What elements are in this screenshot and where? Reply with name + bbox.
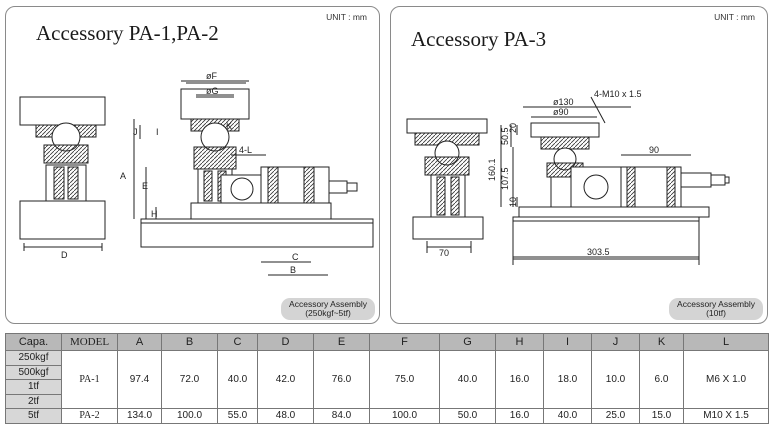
- panel-title: Accessory PA-1,PA-2: [36, 21, 219, 45]
- dim-50: 50.5: [500, 127, 510, 145]
- value-cell: 16.0: [495, 408, 544, 424]
- col-header-d: D: [257, 333, 314, 351]
- dim-303: 303.5: [587, 247, 610, 257]
- col-header-g: G: [439, 333, 496, 351]
- value-cell: 15.0: [639, 408, 684, 424]
- value-cell: 134.0: [117, 408, 162, 424]
- dim-160: 160.1: [487, 158, 497, 181]
- dim-90: 90: [649, 145, 659, 155]
- table-row: 1tf: [5, 379, 769, 395]
- dim-m10: 4-M10 x 1.5: [594, 89, 642, 99]
- capacity-cell: 1tf: [5, 379, 62, 395]
- col-header-k: K: [639, 333, 684, 351]
- dim-A: A: [120, 171, 126, 181]
- value-cell: 100.0: [369, 408, 440, 424]
- capacity-cell: 250kgf: [5, 350, 62, 366]
- unit-label: UNIT : mm: [326, 12, 367, 22]
- capacity-cell: 5tf: [5, 408, 62, 424]
- pa3-drawing: 70: [406, 89, 730, 265]
- col-header-model: MODEL: [61, 333, 118, 351]
- value-cell: M6 X 1.0: [683, 350, 769, 409]
- dim-4L: 4-L: [239, 145, 252, 155]
- value-cell: 25.0: [591, 408, 640, 424]
- dim-D: D: [61, 250, 68, 260]
- col-header-j: J: [591, 333, 640, 351]
- value-cell: 40.0: [439, 350, 496, 409]
- dim-107: 107.5: [500, 167, 510, 190]
- pa1-drawing: D: [19, 71, 374, 276]
- table-row: 250kgf PA-1 97.4 72.0 40.0 42.0 76.0 75.…: [5, 350, 769, 409]
- panel-pa1-pa2: UNIT : mm Accessory PA-1,PA-2 D: [5, 6, 380, 324]
- badge-line-2: (10tf): [706, 308, 726, 318]
- dim-B: B: [290, 265, 296, 275]
- badge-line-2: (250kgf~5tf): [305, 308, 351, 318]
- value-cell: 16.0: [495, 350, 544, 409]
- dim-J: J: [133, 127, 138, 137]
- value-cell: 40.0: [543, 408, 592, 424]
- value-cell: 84.0: [313, 408, 370, 424]
- spec-table: Capa. MODEL A B C D E F G H I J K L 250k…: [5, 333, 769, 424]
- value-cell: 48.0: [257, 408, 314, 424]
- capacity-cell: 500kgf: [5, 364, 62, 380]
- col-header-c: C: [217, 333, 258, 351]
- dim-10: 10: [508, 197, 518, 207]
- dim-20: 20: [508, 123, 518, 133]
- col-header-b: B: [161, 333, 218, 351]
- table-row: 5tf PA-2 134.0 100.0 55.0 48.0 84.0 100.…: [5, 408, 769, 424]
- dim-H: H: [151, 209, 158, 219]
- dim-C: C: [292, 252, 299, 262]
- assembly-badge: Accessory Assembly (10tf): [669, 298, 763, 320]
- value-cell: 40.0: [217, 350, 258, 409]
- value-cell: 6.0: [639, 350, 684, 409]
- col-header-capa: Capa.: [5, 333, 62, 351]
- dim-d90: ø90: [553, 107, 569, 117]
- model-cell: PA-2: [61, 408, 118, 424]
- col-header-f: F: [369, 333, 440, 351]
- assembly-badge: Accessory Assembly (250kgf~5tf): [281, 298, 375, 320]
- value-cell: 50.0: [439, 408, 496, 424]
- value-cell: 75.0: [369, 350, 440, 409]
- table-header-row: Capa. MODEL A B C D E F G H I J K L: [5, 333, 769, 351]
- capacity-cell: 2tf: [5, 393, 62, 409]
- badge-line-1: Accessory Assembly: [289, 299, 367, 309]
- dim-d130: ø130: [553, 97, 574, 107]
- panel-title: Accessory PA-3: [411, 27, 547, 51]
- dim-K: K: [226, 121, 232, 131]
- col-header-a: A: [117, 333, 162, 351]
- value-cell: 55.0: [217, 408, 258, 424]
- dim-70: 70: [439, 248, 449, 258]
- dim-I: I: [156, 127, 159, 137]
- value-cell: 18.0: [543, 350, 592, 409]
- dim-phiF: øF: [206, 71, 217, 81]
- col-header-h: H: [495, 333, 544, 351]
- col-header-l: L: [683, 333, 769, 351]
- value-cell: 97.4: [117, 350, 162, 409]
- model-cell: PA-1: [61, 350, 118, 409]
- value-cell: 100.0: [161, 408, 218, 424]
- value-cell: 72.0: [161, 350, 218, 409]
- dim-phiG: øG: [206, 86, 219, 96]
- panel-pa3: UNIT : mm Accessory PA-3 70: [390, 6, 768, 324]
- table-row: 2tf: [5, 393, 769, 409]
- value-cell: 76.0: [313, 350, 370, 409]
- value-cell: 42.0: [257, 350, 314, 409]
- col-header-e: E: [313, 333, 370, 351]
- value-cell: 10.0: [591, 350, 640, 409]
- value-cell: M10 X 1.5: [683, 408, 769, 424]
- dim-E: E: [142, 181, 148, 191]
- unit-label: UNIT : mm: [714, 12, 755, 22]
- badge-line-1: Accessory Assembly: [677, 299, 755, 309]
- col-header-i: I: [543, 333, 592, 351]
